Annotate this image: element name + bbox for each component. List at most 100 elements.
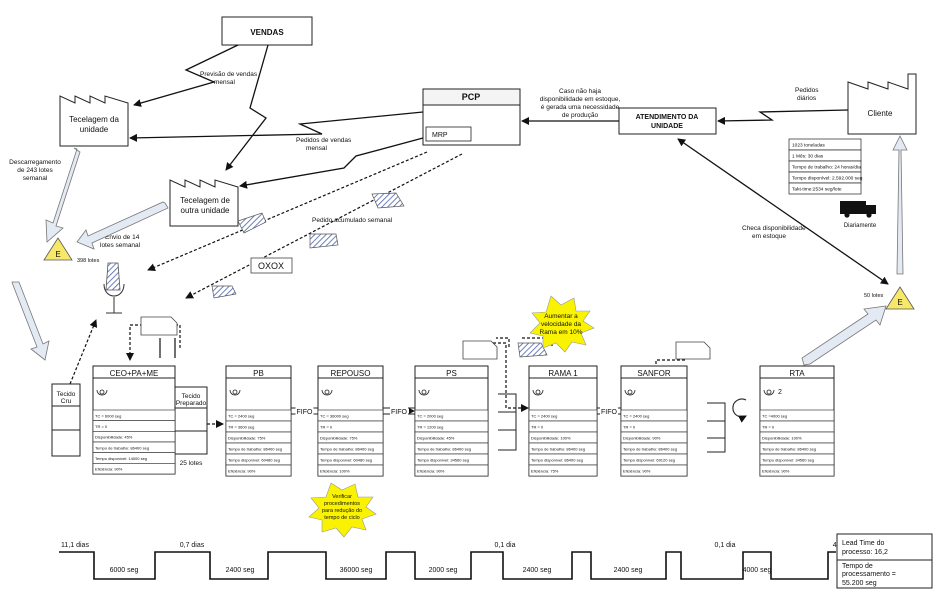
kanban-card-4 — [211, 285, 237, 299]
kaizen-burst-bottom: Verificar procedimentos para redução do … — [308, 482, 377, 538]
svg-text:PB: PB — [253, 369, 264, 378]
inventory-to-cliente-arrow — [892, 135, 908, 275]
checa-disponibilidade-arrow — [677, 138, 889, 285]
operator-icon — [763, 389, 775, 396]
svg-text:procedimentos: procedimentos — [324, 501, 360, 507]
svg-text:E: E — [897, 298, 902, 307]
mrp-kanban-dashed-2 — [185, 153, 463, 299]
svg-text:55.200 seg: 55.200 seg — [842, 580, 877, 587]
process-data-row: TR = 0 — [623, 424, 636, 429]
svg-text:de 243 lotes: de 243 lotes — [17, 167, 53, 174]
svg-text:Tecelagem de: Tecelagem de — [180, 196, 230, 205]
svg-text:tempo de ciclo: tempo de ciclo — [324, 515, 359, 521]
cliente-data-row: 1023 toneladas — [792, 143, 825, 149]
process-data-row: TR = 0 — [531, 424, 544, 429]
timeline-wait-label: 0,1 dia — [494, 542, 515, 549]
svg-text:outra unidade: outra unidade — [181, 206, 230, 215]
operator-icon — [532, 389, 544, 396]
tecelagem-unidade-line1: Tecelagem da — [69, 115, 119, 124]
svg-text:Rama em 10%: Rama em 10% — [540, 329, 583, 336]
pcp-box: PCP MRP — [422, 88, 521, 146]
svg-text:Tecido: Tecido — [57, 391, 76, 398]
svg-text:diários: diários — [797, 95, 817, 102]
svg-text:50 lotes: 50 lotes — [864, 293, 884, 299]
svg-text:Descarregamento: Descarregamento — [9, 159, 61, 166]
process-data-row: Tempo de trabalho: 86400 seg — [417, 446, 471, 451]
process-data-row: Disponibilidade: 75% — [228, 435, 266, 440]
timeline-process-label: 2400 seg — [523, 567, 552, 574]
svg-text:Verificar: Verificar — [332, 494, 352, 500]
vendas-box: VENDAS — [221, 16, 313, 46]
svg-text:Pedidos: Pedidos — [795, 87, 819, 94]
process-data-row: Tempo disponível: 34560 seg — [762, 457, 814, 462]
process-data-row: TC = 2000 seg — [417, 413, 443, 418]
svg-text:Checa disponibilidade: Checa disponibilidade — [742, 225, 806, 232]
svg-text:REPOUSO: REPOUSO — [330, 369, 370, 378]
tecido-cru-box: Tecido Cru — [51, 383, 81, 457]
svg-text:semanal: semanal — [23, 175, 48, 182]
operator-icon — [624, 389, 636, 396]
envio-arrow — [76, 201, 169, 250]
svg-text:Pedidos de vendas: Pedidos de vendas — [296, 137, 352, 144]
svg-text:Caso não haja: Caso não haja — [559, 88, 601, 95]
kanban-card-3 — [309, 233, 339, 249]
kanban-card-5 — [517, 342, 548, 358]
cru-to-kanban-dashed — [69, 319, 98, 385]
process-data-row: Tempo de trabalho: 86400 seg — [95, 445, 149, 450]
process-data-row: Disponibilidade: 75% — [320, 435, 358, 440]
timeline-process-label: 36000 seg — [340, 567, 373, 574]
pcp-tecelagem-arrow — [129, 111, 424, 142]
fifo-lane: FIFO — [291, 407, 318, 416]
shipment-arrow-left — [45, 147, 81, 243]
tecelagem-unidade-factory: Tecelagem da unidade — [59, 95, 129, 147]
kanban-white-1 — [140, 316, 178, 336]
svg-text:disponibilidade em estoque,: disponibilidade em estoque, — [540, 96, 621, 103]
svg-text:processamento =: processamento = — [842, 571, 896, 578]
process-data-row: TR = 0 — [762, 424, 775, 429]
process-data-row: TC = 6000 seg — [95, 413, 121, 418]
process-data-row: TR = 3600 seg — [228, 424, 254, 429]
process-data-row: TC = 2400 seg — [228, 413, 254, 418]
kanban-post-icon — [103, 262, 125, 314]
svg-text:VENDAS: VENDAS — [250, 28, 284, 37]
svg-text:é gerada uma necessidade: é gerada uma necessidade — [541, 104, 620, 111]
lead-time-box: Lead Time do processo: 16,2 Tempo de pro… — [836, 533, 933, 589]
tecelagem-outra-factory: Tecelagem de outra unidade — [169, 179, 239, 227]
svg-text:SANFOR: SANFOR — [637, 369, 671, 378]
shipment-arrow-down — [11, 281, 50, 361]
inventory-right: E 50 lotes — [864, 286, 915, 310]
svg-text:FIFO: FIFO — [391, 409, 407, 416]
operator-icon — [418, 389, 430, 396]
svg-text:MRP: MRP — [432, 132, 448, 139]
svg-text:mensal: mensal — [306, 145, 328, 152]
oxox-box: OXOX — [250, 257, 293, 274]
atendimento-box: ATENDIMENTO DA UNIDADE — [618, 107, 717, 135]
process-data-row: TR = 0 — [95, 424, 108, 429]
mrp-kanban-dashed-1 — [147, 151, 428, 271]
rta-to-inventory-arrow — [801, 305, 887, 366]
timeline-process-label: 4000 seg — [743, 567, 772, 574]
svg-text:RTA: RTA — [789, 369, 805, 378]
process-data-row: Disponibilidade: 45% — [417, 435, 455, 440]
svg-text:OXOX: OXOX — [258, 261, 284, 271]
svg-text:Cru: Cru — [61, 398, 72, 405]
fifo-lane: FIFO — [597, 407, 621, 416]
process-data-row: Tempo de trabalho: 86400 seg — [320, 446, 374, 451]
svg-text:2: 2 — [778, 389, 782, 396]
timeline-wait-label: 0,7 dias — [180, 542, 205, 549]
process-data-row: TR = 1200 seg — [417, 424, 443, 429]
process-data-row: Tempo disponível: 14000 seg — [95, 456, 147, 461]
svg-text:Tempo de: Tempo de — [842, 563, 873, 570]
svg-text:Lead Time do: Lead Time do — [842, 540, 885, 547]
ps-signal-dashed — [496, 337, 510, 347]
process-data-row: Disponibilidade: 100% — [531, 435, 571, 440]
process-data-row: Tempo disponível: 69120 seg — [623, 457, 675, 462]
timeline-wait-label: 11,1 dias — [61, 542, 89, 549]
process-data-row: Tempo de trabalho: 86400 seg — [531, 446, 585, 451]
fifo-lane: FIFO — [383, 407, 415, 416]
timeline-process-label: 2000 seg — [429, 567, 458, 574]
